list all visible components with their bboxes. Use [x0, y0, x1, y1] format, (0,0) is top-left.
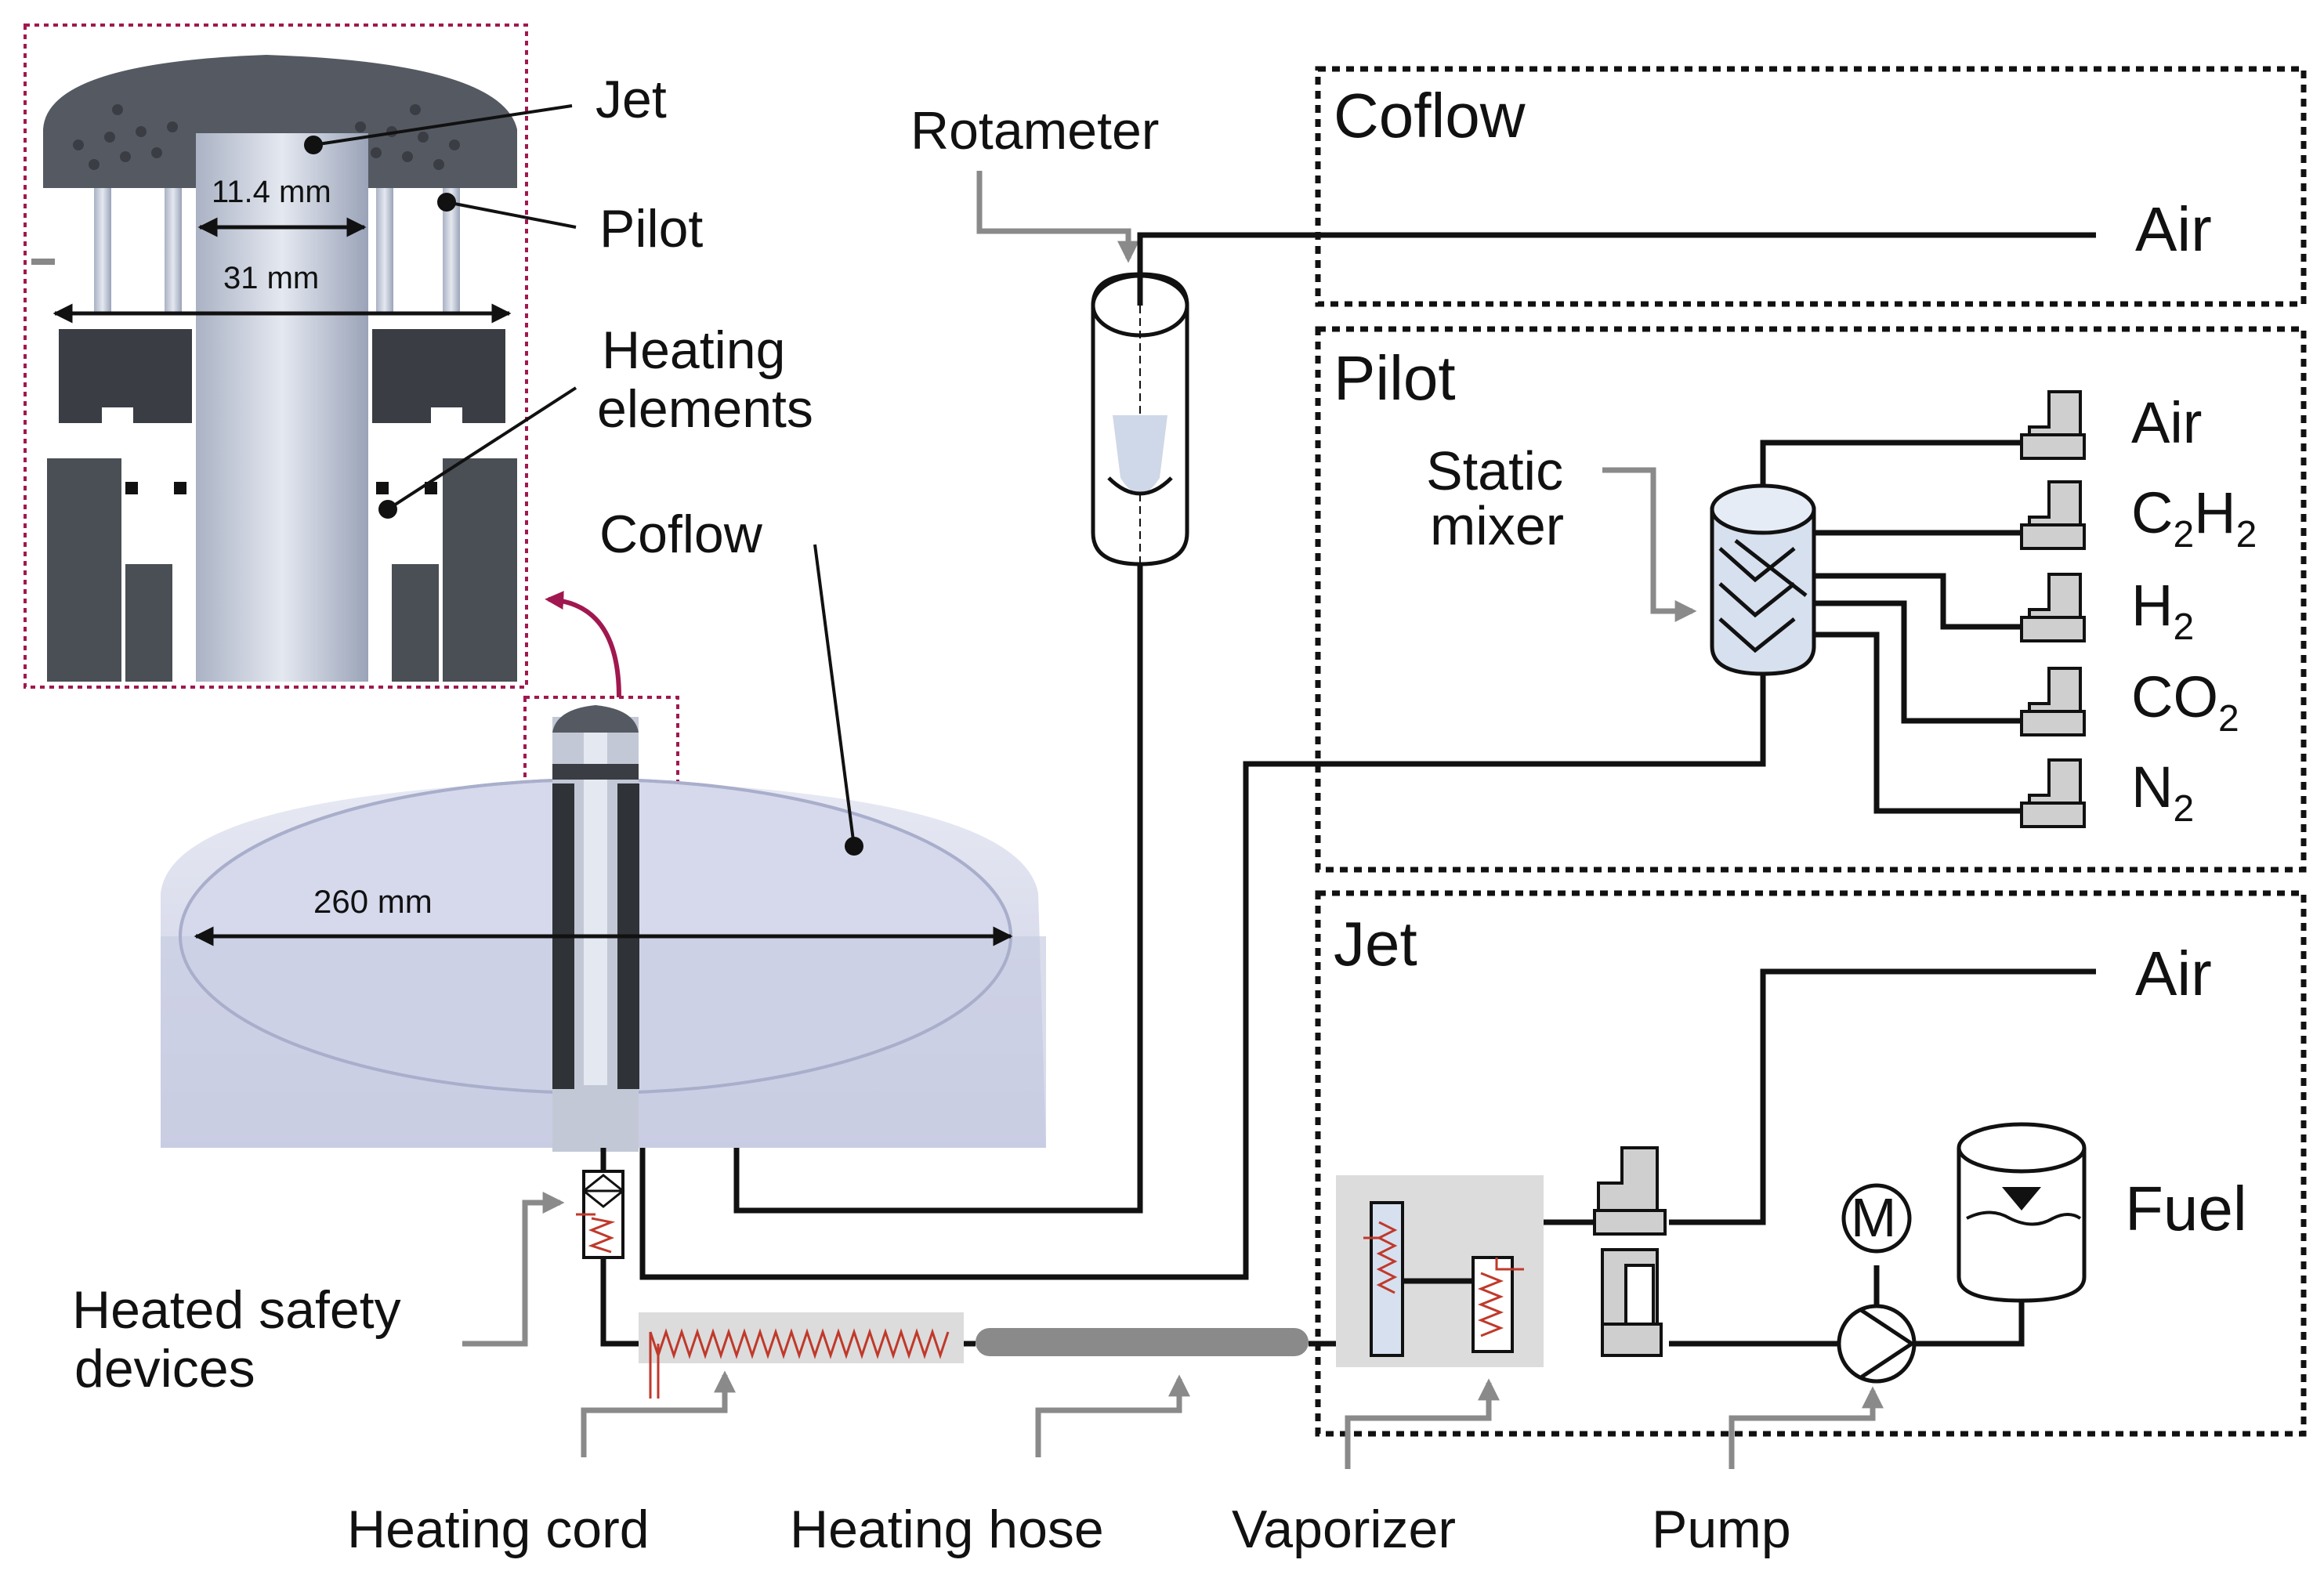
jet-title: Jet	[1334, 909, 1417, 979]
coflow-vessel: 260 mm Coflow	[161, 505, 1046, 1152]
dim-pilot-label: 31 mm	[223, 261, 319, 295]
piping	[600, 232, 2096, 1347]
jet-controllers	[1593, 1146, 1667, 1357]
motor-label: M	[1851, 1187, 1896, 1248]
gas-label-h2: H2	[2131, 573, 2194, 648]
pilot-title: Pilot	[1334, 343, 1456, 413]
gas-label-air: Air	[2131, 390, 2202, 455]
gas-label-n2: N2	[2131, 755, 2194, 830]
heating-hose[interactable]	[976, 1328, 1309, 1356]
label-heating-cord: Heating cord	[347, 1500, 650, 1559]
label-safety-1: Heated safety	[72, 1280, 401, 1340]
fuel-label: Fuel	[2125, 1174, 2247, 1243]
static-mixer[interactable]	[1710, 483, 1816, 676]
mixer-label-1: Static	[1426, 440, 1563, 501]
jet-tube	[196, 133, 368, 682]
label-heating-hose: Heating hose	[790, 1500, 1104, 1559]
inset-frame	[24, 24, 528, 689]
label-rotameter: Rotameter	[910, 101, 1159, 161]
jet-box: Jet Air Fuel M	[1315, 890, 2307, 1437]
fuel-tank[interactable]	[1957, 1122, 2087, 1303]
heating-cord[interactable]	[639, 1312, 964, 1399]
zoom-arrow	[545, 591, 621, 698]
vaporizer[interactable]	[1336, 1175, 1544, 1367]
mixer-label-2: mixer	[1430, 495, 1564, 556]
pilot-box: Pilot Static mixer	[1315, 326, 2307, 873]
label-heating-1: Heating	[602, 320, 785, 380]
dim-coflow-label: 260 mm	[313, 883, 433, 920]
rotameter[interactable]: Rotameter	[910, 101, 1189, 566]
heated-safety-device[interactable]	[576, 1170, 625, 1259]
coflow-title: Coflow	[1334, 81, 1526, 150]
label-jet: Jet	[595, 70, 667, 129]
zoom-source-frame	[523, 696, 679, 854]
mass-flow-controllers	[2020, 390, 2086, 828]
label-pump: Pump	[1652, 1500, 1791, 1559]
jet-air-label: Air	[2135, 939, 2212, 1008]
label-heating-2: elements	[597, 379, 813, 439]
label-pilot: Pilot	[599, 199, 703, 259]
pump[interactable]: M	[1837, 1183, 1917, 1384]
coflow-air-label: Air	[2135, 194, 2212, 264]
label-safety-2: devices	[74, 1339, 255, 1399]
coflow-box: Coflow Air	[1315, 66, 2307, 307]
dim-jet-label: 11.4 mm	[212, 175, 331, 209]
label-vaporizer: Vaporizer	[1232, 1500, 1456, 1559]
gas-label-co2: CO2	[2131, 664, 2239, 740]
burner-head-inset: 11.4 mm 31 mm Jet Pilot Heating elements	[24, 24, 813, 689]
label-coflow: Coflow	[599, 505, 763, 564]
component-pointers	[462, 1192, 1884, 1469]
gas-label-c2h2: C2H2	[2131, 480, 2257, 555]
dome-holes	[73, 104, 460, 170]
